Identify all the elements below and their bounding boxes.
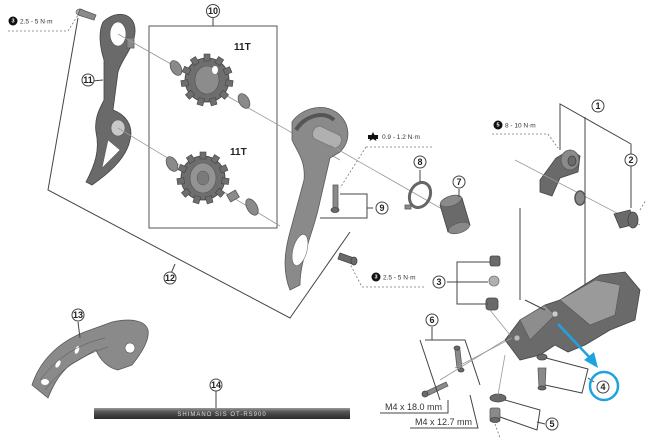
lower-pulley (165, 151, 259, 216)
bolt-part-9 (330, 184, 340, 213)
callout-10: 10 (206, 4, 220, 18)
torque-value: 0.9 - 1.2 N·m (382, 134, 420, 141)
svg-text:11: 11 (83, 75, 93, 85)
hex-key-5-icon (493, 120, 503, 130)
callout-9: 9 (375, 201, 389, 215)
cable-housing-part-14: SHIMANO SIS OT-RS900 (94, 408, 350, 419)
hex-key-3-icon (371, 272, 381, 282)
bolt-cage-bottom (337, 252, 358, 266)
svg-text:14: 14 (211, 380, 221, 390)
svg-text:9: 9 (379, 203, 384, 213)
cable-print: SHIMANO SIS OT-RS900 (177, 412, 266, 418)
upper-pulley-teeth-label: 11T (234, 42, 251, 53)
svg-text:1: 1 (595, 101, 600, 111)
callout-2: 2 (624, 153, 638, 167)
svg-text:5: 5 (496, 123, 499, 129)
torque-spec-torx: 0.9 - 1.2 N·m (366, 132, 432, 148)
bushing-part-5 (489, 393, 507, 423)
b-knuckle-part-1 (539, 149, 581, 197)
upper-pulley (169, 53, 251, 109)
callout-7: 7 (452, 175, 466, 189)
torque-spec-top-left: 3 2.5 - 5 N·m (8, 11, 81, 32)
washer-part-1 (574, 190, 586, 206)
svg-text:2: 2 (628, 155, 633, 165)
leader-12 (47, 17, 351, 319)
svg-text:8: 8 (417, 157, 422, 167)
bolt-size-long-label: M4 x 18.0 mm (385, 402, 442, 412)
highlight-arrow (557, 323, 598, 368)
pivot-bolt-part-4 (536, 353, 548, 391)
bolt-size-short-label: M4 x 12.7 mm (415, 417, 472, 427)
setup-gauge-part-13 (31, 319, 149, 399)
torque-spec-cage-bottom: 3 2.5 - 5 N·m (371, 272, 416, 282)
torque-value: 2.5 - 5 N·m (383, 275, 416, 282)
callout-11: 11 (81, 73, 95, 87)
clip-ring-part-8 (404, 180, 433, 210)
callout-6: 6 (425, 313, 439, 327)
callout-1: 1 (591, 99, 605, 113)
highlight-circle (588, 370, 620, 402)
hex-key-3-icon (8, 16, 18, 26)
derailleur-main-body (504, 271, 641, 361)
svg-text:7: 7 (456, 177, 461, 187)
torx-icon (368, 132, 378, 141)
svg-text:4: 4 (600, 382, 605, 392)
callout-4: 4 (588, 370, 620, 402)
svg-text:10: 10 (208, 6, 218, 16)
callout-5: 5 (545, 417, 559, 431)
callout-14: 14 (209, 378, 223, 392)
lower-pulley-teeth-label: 11T (230, 147, 247, 158)
bolt-top-left (75, 8, 97, 21)
bolt-set-part-6 (421, 345, 465, 398)
svg-text:5: 5 (549, 419, 554, 429)
svg-text:12: 12 (165, 273, 175, 283)
cable-adjuster-part-2 (613, 209, 639, 229)
svg-text:3: 3 (11, 19, 14, 25)
callout-13: 13 (71, 308, 85, 322)
callout-12: 12 (163, 271, 177, 285)
torque-value: 2.5 - 5 N·m (20, 19, 53, 26)
torque-value: 8 - 10 N·m (505, 123, 536, 130)
callout-8: 8 (413, 155, 427, 169)
outer-plate-part-11 (85, 13, 136, 186)
svg-text:6: 6 (429, 315, 434, 325)
spring-part-7 (439, 194, 471, 235)
callout-3: 3 (432, 275, 446, 289)
svg-text:3: 3 (436, 277, 441, 287)
inner-plate-cage (284, 107, 349, 291)
svg-text:3: 3 (374, 275, 377, 281)
torque-spec-b-bolt: 5 8 - 10 N·m (492, 120, 548, 135)
svg-text:13: 13 (73, 310, 83, 320)
tension-screw-set-part-3 (485, 255, 501, 311)
